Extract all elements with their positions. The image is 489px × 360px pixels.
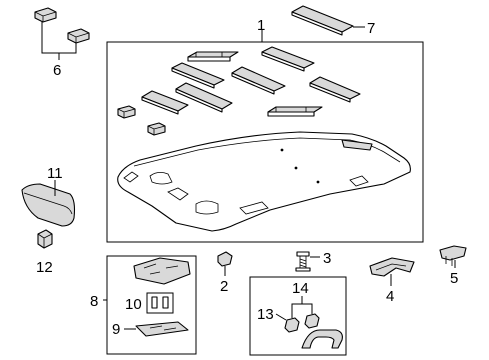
grip-clip-b — [304, 313, 320, 329]
clip-part-2 — [217, 251, 233, 267]
callout-10: 10 — [125, 296, 142, 313]
assist-grip-handle — [301, 329, 343, 349]
callout-9: 9 — [112, 321, 120, 338]
callout-4: 4 — [386, 288, 394, 305]
bulb-part-10a — [151, 296, 158, 309]
clip-part-6b — [67, 28, 90, 44]
lens-part-9 — [135, 321, 189, 337]
callout-2: 2 — [220, 278, 228, 295]
bulb-part-10b — [162, 296, 169, 309]
headliner-group-frame — [106, 41, 424, 243]
hook-part-5 — [439, 245, 467, 266]
pad-left-small — [141, 90, 189, 115]
bracket-part-4 — [369, 257, 415, 277]
visor-clip-part-12 — [37, 229, 53, 249]
callout-3: 3 — [323, 250, 331, 267]
grip-group-frame — [249, 276, 347, 356]
clip-left-lower — [147, 122, 166, 136]
callout-13: 13 — [257, 306, 274, 323]
callout-12: 12 — [36, 259, 53, 276]
clip-part-6a — [34, 7, 57, 23]
callout-11: 11 — [47, 165, 63, 182]
sun-visor-part-11 — [21, 183, 76, 227]
bulb-box — [146, 292, 174, 314]
bracket-pad-right — [267, 106, 323, 117]
pad-center-long — [175, 82, 233, 113]
callout-8: 8 — [90, 293, 98, 310]
bracket-pad-top — [187, 51, 239, 62]
callout-14: 14 — [292, 280, 309, 297]
clip-left-upper — [117, 105, 136, 119]
grip-clip-a — [284, 317, 300, 333]
pad-middle — [231, 66, 286, 95]
headliner-panel — [117, 131, 411, 232]
callout-7: 7 — [367, 20, 375, 37]
callout-1: 1 — [257, 17, 265, 34]
callout-5: 5 — [450, 270, 458, 287]
pad-upper-right — [261, 46, 315, 72]
pad-right — [309, 76, 361, 103]
screw-part-3 — [295, 251, 311, 272]
pad-part-7 — [291, 5, 354, 36]
lamp-group-frame — [106, 255, 197, 355]
leader-13 — [275, 313, 287, 321]
callout-6: 6 — [53, 62, 61, 79]
pad-middle-left — [171, 62, 225, 89]
lamp-housing — [133, 257, 191, 285]
